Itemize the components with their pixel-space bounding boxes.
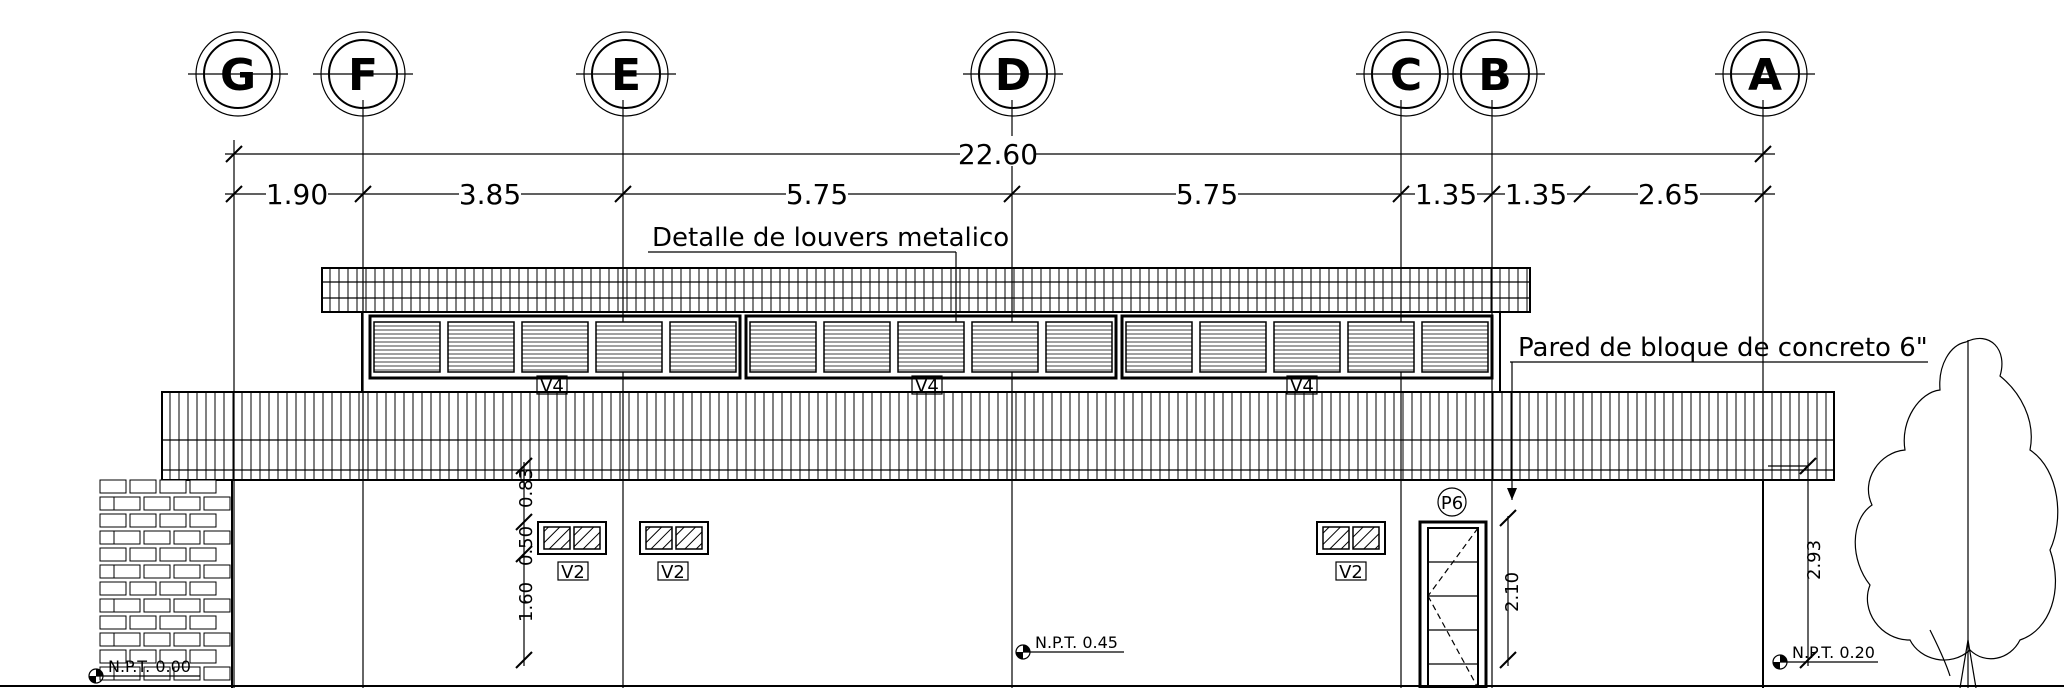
grid-label-b: B: [1478, 50, 1512, 101]
level-marker-3: N.P.T. 0.20: [1772, 643, 1878, 670]
overall-dimension-label: 22.60: [958, 138, 1038, 171]
grid-lines: [233, 100, 1764, 688]
grid-label-a: A: [1748, 50, 1782, 101]
level-marker-2: N.P.T. 0.45: [1015, 633, 1124, 660]
door-tag: P6: [1441, 493, 1463, 514]
small-window-2: V2: [639, 521, 709, 583]
louver-window-2: [744, 314, 1118, 380]
grid-label-e: E: [611, 50, 641, 101]
grid-label-c: C: [1390, 50, 1422, 101]
level-marker-1: N.P.T. 0.00: [88, 657, 200, 684]
door-p6: P6: [1418, 487, 1488, 688]
span-dimensions: 1.90 3.85 5.75 5.75 1.35 1.35 2.65: [225, 178, 1775, 211]
small-window-tag-2: V2: [661, 562, 685, 583]
upper-roof: [321, 267, 1531, 313]
span-label-4: 5.75: [1176, 178, 1238, 211]
grid-label-d: D: [995, 50, 1032, 101]
grid-bubble-f: F: [313, 31, 413, 117]
small-window-tag-3: V2: [1339, 562, 1363, 583]
small-window-1: V2: [537, 521, 607, 583]
svg-text:V4: V4: [540, 376, 564, 397]
height-label-210: 2.10: [1502, 572, 1523, 612]
grid-bubble-b: B: [1445, 31, 1545, 117]
span-label-3: 5.75: [786, 178, 848, 211]
height-label-050: 0.50: [516, 526, 537, 566]
grid-bubble-c: C: [1356, 31, 1456, 117]
level-label-3: N.P.T. 0.20: [1792, 643, 1875, 662]
louvers-note: Detalle de louvers metalico: [648, 223, 1009, 352]
grid-bubble-a: A: [1715, 31, 1815, 117]
span-label-6: 1.35: [1505, 178, 1567, 211]
wall-note-text: Pared de bloque de concreto 6": [1518, 333, 1928, 363]
wall-note: Pared de bloque de concreto 6": [1507, 333, 1928, 500]
overall-dimension: 22.60: [225, 136, 1775, 171]
height-label-293: 2.93: [1804, 540, 1825, 580]
grid-label-g: G: [220, 50, 256, 101]
level-label-1: N.P.T. 0.00: [108, 657, 191, 676]
svg-text:V4: V4: [1290, 376, 1314, 397]
louver-tag-1: V4: [536, 375, 568, 397]
tree: [1854, 337, 2059, 688]
right-height-dimension: 2.93: [1768, 457, 1825, 669]
main-roof: [161, 391, 1835, 481]
louver-window-3: [1120, 314, 1494, 380]
span-label-7: 2.65: [1638, 178, 1700, 211]
small-window-tag-1: V2: [561, 562, 585, 583]
louver-window-1: [368, 314, 742, 380]
span-label-5: 1.35: [1415, 178, 1477, 211]
height-dimensions-left: 0.83 0.50 1.60: [515, 457, 537, 669]
grid-bubble-d: D: [963, 31, 1063, 117]
louvers-note-text: Detalle de louvers metalico: [652, 223, 1009, 253]
brick-pier: [99, 479, 233, 688]
height-label-083: 0.83: [516, 468, 537, 508]
door-height-dimension: 2.10: [1499, 509, 1523, 669]
height-label-160: 1.60: [516, 582, 537, 622]
small-window-3: V2: [1316, 521, 1386, 583]
span-label-1: 1.90: [266, 178, 328, 211]
grid-bubble-g: G: [188, 31, 288, 117]
level-label-2: N.P.T. 0.45: [1035, 633, 1118, 652]
grid-bubble-e: E: [576, 31, 676, 117]
span-label-2: 3.85: [459, 178, 521, 211]
grid-label-f: F: [348, 50, 378, 101]
